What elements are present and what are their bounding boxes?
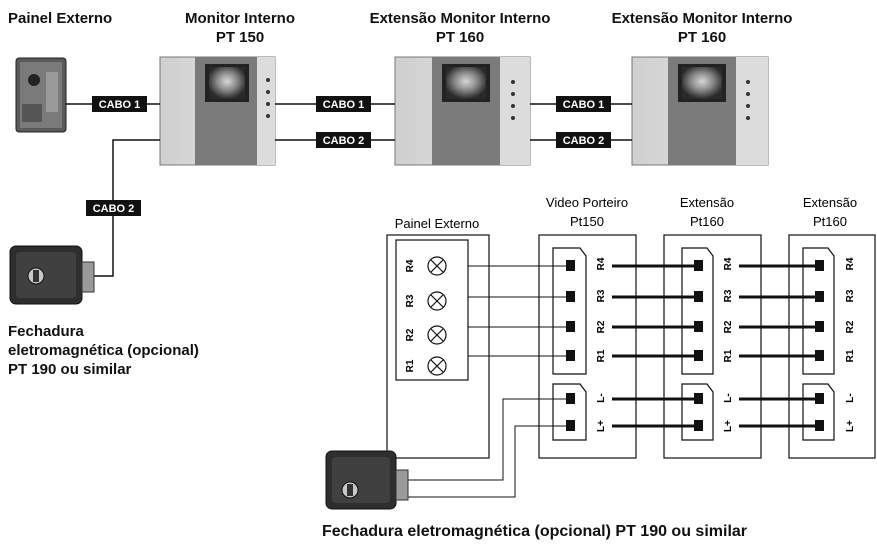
wiring-ext2-box: [788, 234, 876, 459]
ext2-term-lplus: L+: [845, 420, 856, 432]
monitor-model-text: PT 150: [215, 29, 265, 46]
extension1-title: Extensão Monitor Interno PT 160: [360, 9, 560, 47]
ext2-connectors: [802, 247, 835, 441]
ext1-connectors: [681, 247, 714, 441]
video-term-r1: R1: [596, 349, 607, 362]
ext1-term-labels: R4 R3 R2 R1 L- L+: [723, 257, 734, 432]
lock-device-bottom: [325, 450, 409, 510]
cable2-label-b: CABO 2: [316, 132, 371, 148]
ext2-term-r4: R4: [845, 257, 856, 270]
panel-terminals: R4 R3 R2 R1: [405, 256, 447, 376]
wires-lock-to-video: [405, 398, 566, 498]
video-term-lminus: L-: [596, 393, 607, 402]
cable1-label-a: CABO 1: [92, 96, 147, 112]
panel-term-label-r4: R4: [405, 259, 416, 272]
top-cables: [66, 103, 632, 277]
wiring-video-box: [538, 234, 637, 459]
ext1-term-r2: R2: [723, 320, 734, 333]
bottom-caption: Fechadura eletromagnética (opcional) PT …: [322, 523, 748, 540]
video-term-lplus: L+: [596, 420, 607, 432]
ext2-term-lminus: L-: [845, 393, 856, 402]
wires-panel-to-video: [468, 265, 566, 357]
wiring-panel-label: Painel Externo: [395, 216, 480, 231]
cable2-label-a: CABO 2: [86, 200, 141, 216]
svg-text:CABO 2: CABO 2: [323, 135, 365, 147]
video-term-r4: R4: [596, 257, 607, 270]
svg-text:CABO 1: CABO 1: [323, 99, 365, 111]
video-term-r3: R3: [596, 289, 607, 302]
ext1-term-r1: R1: [723, 349, 734, 362]
cable2-label-c: CABO 2: [556, 132, 611, 148]
ext2-pins: [815, 260, 824, 431]
wiring-video-label-2: Pt150: [570, 214, 604, 229]
extension1-title-text: Extensão Monitor Interno: [369, 10, 551, 27]
wiring-video-label-1: Video Porteiro: [546, 195, 628, 210]
panel-term-label-r2: R2: [405, 328, 416, 341]
wiring-ext1-box: [663, 234, 762, 459]
ext1-term-r4: R4: [723, 257, 734, 270]
ext2-term-labels: R4 R3 R2 R1 L- L+: [845, 257, 856, 432]
ext1-pins: [694, 260, 703, 431]
monitor-pt150-device: [159, 56, 276, 166]
outdoor-panel-device: [15, 57, 67, 133]
panel-title: Painel Externo: [8, 10, 113, 27]
lock-caption-line2: eletromagnética (opcional): [8, 342, 199, 359]
svg-text:CABO 1: CABO 1: [99, 99, 141, 111]
extension2-title-text: Extensão Monitor Interno: [611, 10, 793, 27]
cable1-label-b: CABO 1: [316, 96, 371, 112]
lock-caption-line1: Fechadura: [8, 323, 84, 340]
panel-term-label-r3: R3: [405, 294, 416, 307]
ext2-term-r2: R2: [845, 320, 856, 333]
wires-extensions: [612, 264, 815, 428]
ext2-term-r3: R3: [845, 289, 856, 302]
svg-text:CABO 2: CABO 2: [563, 135, 605, 147]
extension2-title: Extensão Monitor Interno PT 160: [602, 9, 802, 47]
cable1-label-c: CABO 1: [556, 96, 611, 112]
ext1-term-r3: R3: [723, 289, 734, 302]
ext1-term-lplus: L+: [723, 420, 734, 432]
ext2-term-r1: R1: [845, 349, 856, 362]
wiring-panel-terminal-block: [395, 239, 469, 381]
svg-text:CABO 1: CABO 1: [563, 99, 605, 111]
extension2-model-text: PT 160: [677, 29, 727, 46]
panel-term-label-r1: R1: [405, 359, 416, 372]
monitor-pt160-2-device: [631, 56, 769, 166]
extension1-model-text: PT 160: [435, 29, 485, 46]
svg-text:CABO 2: CABO 2: [93, 203, 135, 215]
wiring-ext-label-1: Extensão: [680, 195, 734, 210]
monitor-title: Monitor Interno PT 150: [175, 9, 305, 47]
wiring-panel-box: [386, 234, 490, 459]
video-term-labels: R4 R3 R2 R1 L- L+: [596, 257, 607, 432]
ext1-term-lminus: L-: [723, 393, 734, 402]
video-connectors: [552, 247, 587, 441]
lock-caption: Fechadura eletromagnética (opcional) PT …: [8, 322, 199, 379]
video-pins: [566, 260, 575, 431]
video-term-r2: R2: [596, 320, 607, 333]
wiring-ext-label-2: Pt160: [690, 214, 724, 229]
monitor-pt160-1-device: [394, 56, 531, 166]
wiring-ext2-label-1: Extensão: [803, 195, 857, 210]
lock-caption-line3: PT 190 ou similar: [8, 361, 132, 378]
wiring-ext2-label-2: Pt160: [813, 214, 847, 229]
monitor-title-text: Monitor Interno: [185, 10, 295, 27]
lock-device-left: [9, 245, 95, 305]
